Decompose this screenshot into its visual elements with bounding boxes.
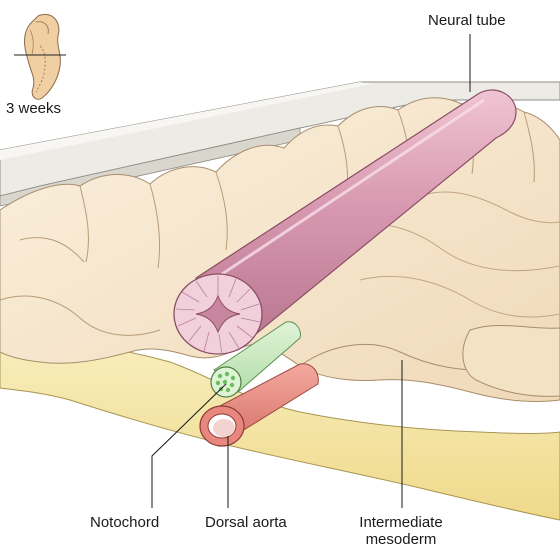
notochord-label: Notochord [90,514,159,531]
embryo-inset-icon [14,14,66,99]
intermediate-mesoderm-label-line2: mesoderm [356,531,446,548]
stage-label: 3 weeks [6,100,61,117]
neural-tube-label: Neural tube [428,12,506,29]
dorsal-aorta-label: Dorsal aorta [205,514,287,531]
intermediate-mesoderm-label: Intermediate mesoderm [356,514,446,548]
intermediate-mesoderm-label-line1: Intermediate [356,514,446,531]
